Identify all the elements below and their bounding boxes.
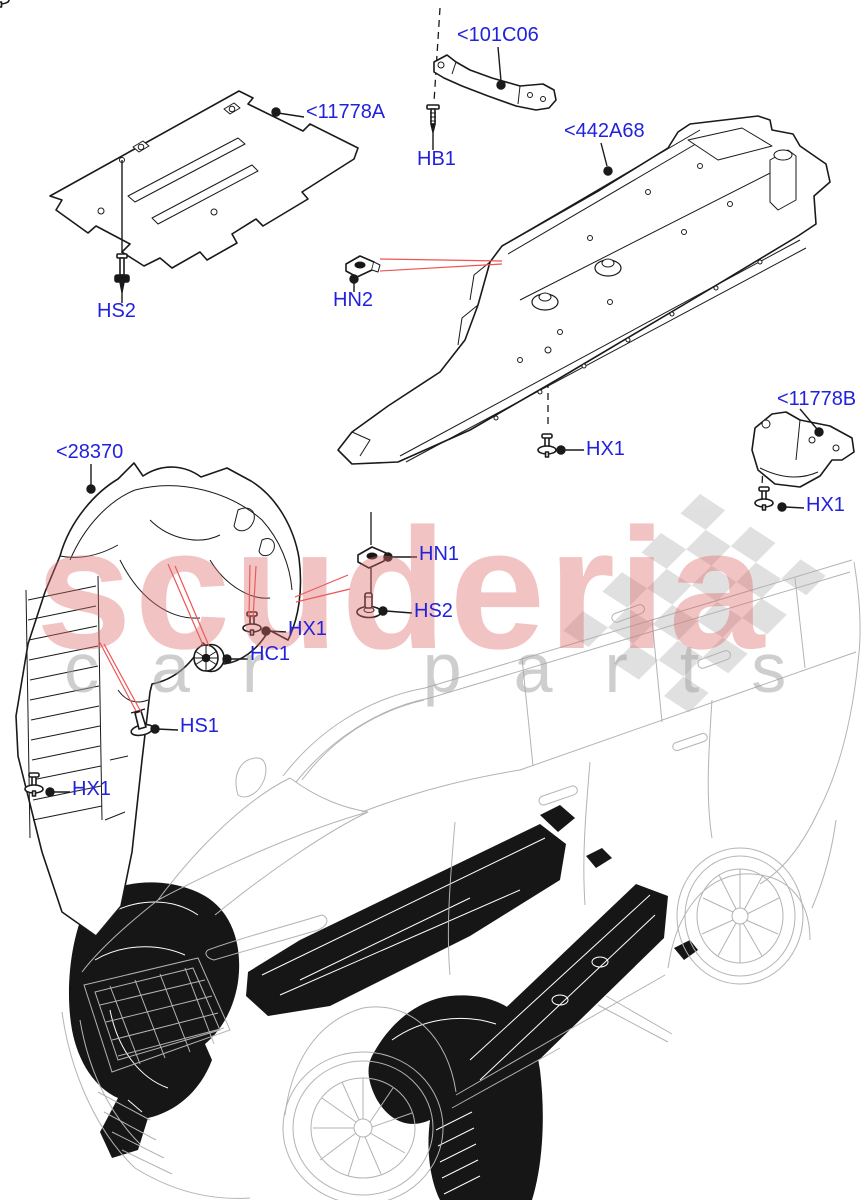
part-label-442A68[interactable]: <442A68 — [564, 120, 645, 142]
part-label-HN2[interactable]: HN2 — [333, 289, 374, 311]
fastener-HS1 — [130, 708, 154, 737]
fastener-HS2-top — [114, 253, 130, 293]
vehicle-outline — [61, 559, 861, 1200]
part-label-HN1[interactable]: HN1 — [419, 543, 460, 565]
part-label-11778A[interactable]: <11778A — [306, 101, 386, 123]
rear-wheel — [676, 847, 804, 985]
part-label-101C06[interactable]: <101C06 — [457, 24, 539, 46]
fastener-HC1-grommet — [193, 643, 225, 673]
part-label-HS2-b[interactable]: HS2 — [414, 600, 453, 622]
front-wheel — [282, 1051, 444, 1200]
part-101C06-bracket — [433, 54, 557, 111]
fastener-HB1 — [426, 104, 440, 133]
part-11778A-shield — [49, 90, 359, 269]
part-label-11778B[interactable]: <11778B — [777, 388, 857, 410]
car-highlighted-parts — [68, 805, 698, 1200]
red-locator-lines — [98, 258, 503, 713]
part-label-HS1[interactable]: HS1 — [180, 715, 219, 737]
fastener-HX1-right — [754, 486, 774, 511]
part-442A68-panel — [337, 115, 831, 465]
part-label-HX1-d[interactable]: HX1 — [72, 778, 111, 800]
fastener-HN1-clip — [357, 546, 387, 569]
part-label-28370[interactable]: <28370 — [56, 441, 124, 463]
part-11778B-bracket — [751, 411, 855, 488]
part-label-HB1[interactable]: HB1 — [417, 148, 456, 170]
part-label-HS2-a[interactable]: HS2 — [97, 300, 136, 322]
part-label-HX1-a[interactable]: HX1 — [586, 438, 625, 460]
part-label-HX1-b[interactable]: HX1 — [806, 494, 845, 516]
part-label-HX1-c[interactable]: HX1 — [288, 618, 327, 640]
checkered-flag-watermark — [563, 494, 826, 713]
exploded-parts — [0, 0, 855, 937]
part-28370-wheelarch-liner — [15, 462, 302, 937]
fastener-HX1-panel — [537, 433, 557, 458]
fastener-HN2-clip — [345, 255, 381, 278]
fastener-HS2-mid — [356, 592, 382, 619]
part-label-HC1[interactable]: HC1 — [250, 643, 291, 665]
label-leader-lines — [45, 46, 824, 797]
